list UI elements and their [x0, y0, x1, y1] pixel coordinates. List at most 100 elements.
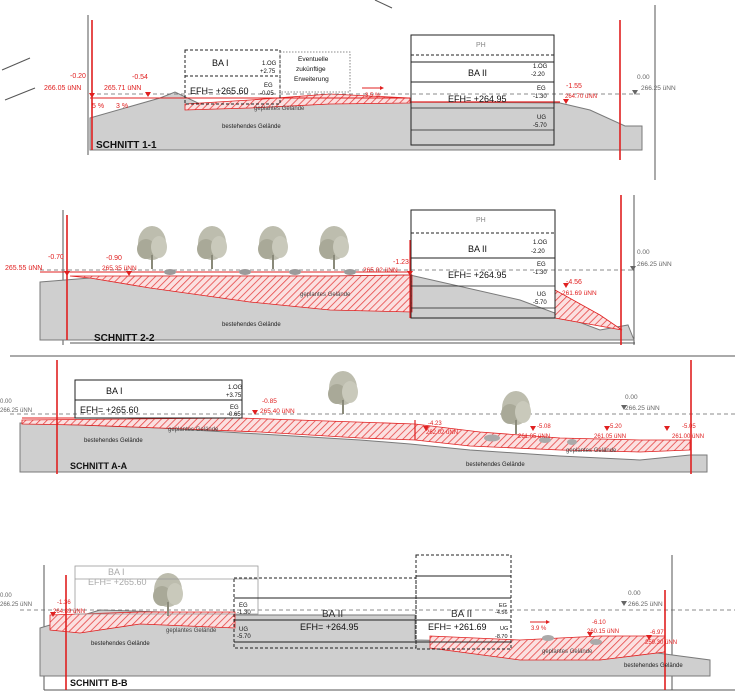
planned-ground-b-b: [49, 611, 236, 634]
s22-m-elev: 265.02 üNN: [363, 267, 398, 274]
sbb-p3-off: -6.97: [650, 630, 664, 636]
sbb-ug2: UG: [500, 626, 508, 632]
sbb-ba2a: BA II: [322, 609, 343, 620]
s11-bestehend: bestehendes Gelände: [222, 124, 281, 130]
planned-ground-a-a: [21, 417, 691, 453]
s11-title: SCHNITT 1-1: [96, 140, 157, 151]
s11-ext3: Erweiterung: [294, 76, 329, 83]
s11-slope3: 3.5 %: [365, 93, 381, 99]
sbb-geplant1: geplantes Gelände: [166, 628, 217, 634]
section-a-a: SCHNITT A-A 0.00 266.25 üNN BA I 1.OG +3…: [0, 355, 735, 474]
s22-r-off: -4.56: [566, 279, 582, 286]
s11-geplant: geplantes Gelände: [254, 106, 305, 112]
saa-ref-elev: 266.25 üNN: [625, 405, 660, 412]
sbb-p2-elev: 260.15 üNN: [587, 629, 619, 635]
sbb-eg2: EG: [499, 603, 507, 609]
s11-ba1-eg: EG: [264, 83, 273, 89]
s22-eg-v: -1.30: [533, 270, 547, 276]
s11-ext1: Eventuelle: [298, 56, 329, 63]
saa-p5-elev: 261.00 üNN: [672, 434, 704, 440]
s11-ba1-efh: EFH= +265.60: [190, 86, 249, 96]
s11-l-left-off: -0.20: [70, 73, 86, 80]
saa-eg: EG: [230, 405, 239, 411]
saa-geplant1: geplantes Gelände: [168, 427, 219, 433]
sbb-title: SCHNITT B-B: [70, 678, 128, 688]
s11-ref-elev: 266.25 üNN: [641, 85, 676, 92]
sbb-eg2-v: -4.56: [495, 610, 508, 616]
saa-bestehend1: bestehendes Gelände: [84, 438, 143, 444]
sbb-ba1-efh: EFH= +265.60: [88, 577, 147, 587]
s11-ba1: BA I: [212, 58, 229, 68]
s11-slope2: 3 %: [116, 103, 128, 110]
saa-eg-v: -0.65: [227, 412, 241, 418]
saa-bestehend2: bestehendes Gelände: [466, 462, 525, 468]
sbb-l-off: 0.00: [0, 593, 12, 599]
saa-p1-off: -0.85: [262, 398, 277, 405]
sbb-ref-v: 0.00: [628, 590, 641, 597]
s22-og: 1.OG: [533, 240, 548, 246]
s11-l-mid-elev: 265.71 üNN: [104, 85, 141, 92]
sbb-eg: EG: [239, 603, 248, 609]
s11-l-left-elev: 266.05 üNN: [44, 85, 81, 92]
sbb-efh-b: EFH= +261.69: [428, 622, 487, 632]
s11-ba2-eg: EG: [537, 86, 546, 92]
s22-ref-elev: 266.25 üNN: [637, 261, 672, 268]
s11-ba1-og: 1.OG: [262, 61, 277, 67]
sbb-p1-off: -1.36: [57, 600, 71, 606]
sbb-ug2-v: -8.70: [495, 634, 508, 640]
saa-p3-off: -5.08: [537, 424, 551, 430]
sketch-lines: [1, 0, 393, 101]
sbb-ba1: BA I: [108, 567, 125, 577]
s11-ref-v: 0.00: [637, 74, 650, 81]
sbb-bestehend1: bestehendes Gelände: [91, 641, 150, 647]
saa-l-off: 0.00: [0, 399, 12, 405]
s22-r-elev: 261.69 üNN: [562, 290, 597, 297]
s11-ba2-efh: EFH= +264.95: [448, 94, 507, 104]
section-b-b: SCHNITT B-B 0.00 266.25 üNN BA I EFH= +2…: [0, 554, 735, 691]
saa-p2-off: -4.23: [428, 421, 442, 427]
saa-p3-elev: 261.05 üNN: [518, 434, 550, 440]
s22-title: SCHNITT 2-2: [94, 333, 155, 344]
saa-og: 1.OG: [228, 385, 243, 391]
s22-m-off: -1.23: [393, 259, 409, 266]
sbb-p2-off: -6.10: [592, 620, 606, 626]
saa-ba1: BA I: [106, 386, 123, 396]
saa-geplant2: geplantes Gelände: [566, 448, 617, 454]
saa-p1-elev: 265.40 üNN: [260, 408, 295, 415]
s11-ph: PH: [476, 42, 486, 49]
s11-ba1-eg-v: -0.05: [260, 91, 274, 97]
sbb-ba2b: BA II: [451, 609, 472, 620]
saa-og-v: +3.75: [226, 393, 242, 399]
s22-l-elev: 265.55 üNN: [5, 265, 42, 272]
s22-eg: EG: [537, 262, 546, 268]
s11-ba2-eg-v: -1.30: [533, 94, 547, 100]
planned-ground-2-2: [69, 274, 413, 313]
sbb-slope: 3.9 %: [531, 626, 547, 632]
s22-ug: UG: [537, 292, 546, 298]
saa-efh: EFH= +265.60: [80, 405, 139, 415]
s22-geplant: geplantes Gelände: [300, 292, 351, 298]
s11-ext2: zukünftige: [296, 66, 326, 73]
s11-slope1: 5 %: [92, 103, 104, 110]
s11-r-elev: 264.70 üNN: [565, 94, 597, 100]
sbb-ug: UG: [239, 627, 248, 633]
s22-bestehend: bestehendes Gelände: [222, 322, 281, 328]
saa-p4-elev: 261.05 üNN: [594, 434, 626, 440]
s11-ba2-og: 1.OG: [533, 64, 548, 70]
sbb-p1-elev: 264.89 üNN: [53, 609, 85, 615]
s22-ug-v: -5.70: [533, 300, 547, 306]
section-1-1: SCHNITT 1-1 -0.20 266.05 üNN -0.54 265.7…: [44, 5, 676, 180]
sbb-eg-v: -1.30: [237, 610, 251, 616]
s11-ba1-og-v: +2.75: [260, 69, 276, 75]
s22-ba2: BA II: [468, 244, 487, 254]
s11-ba2-ug: UG: [537, 115, 546, 121]
s11-ba2: BA II: [468, 68, 487, 78]
s22-ref-v: 0.00: [637, 249, 650, 256]
sbb-efh-a: EFH= +264.95: [300, 622, 359, 632]
s11-r-off: -1.55: [566, 83, 582, 90]
saa-p2-elev: 262.02 üNN: [426, 430, 458, 436]
sbb-geplant2: geplantes Gelände: [542, 649, 593, 655]
s22-efh: EFH= +264.95: [448, 270, 507, 280]
s22-og-v: -2.20: [531, 249, 545, 255]
